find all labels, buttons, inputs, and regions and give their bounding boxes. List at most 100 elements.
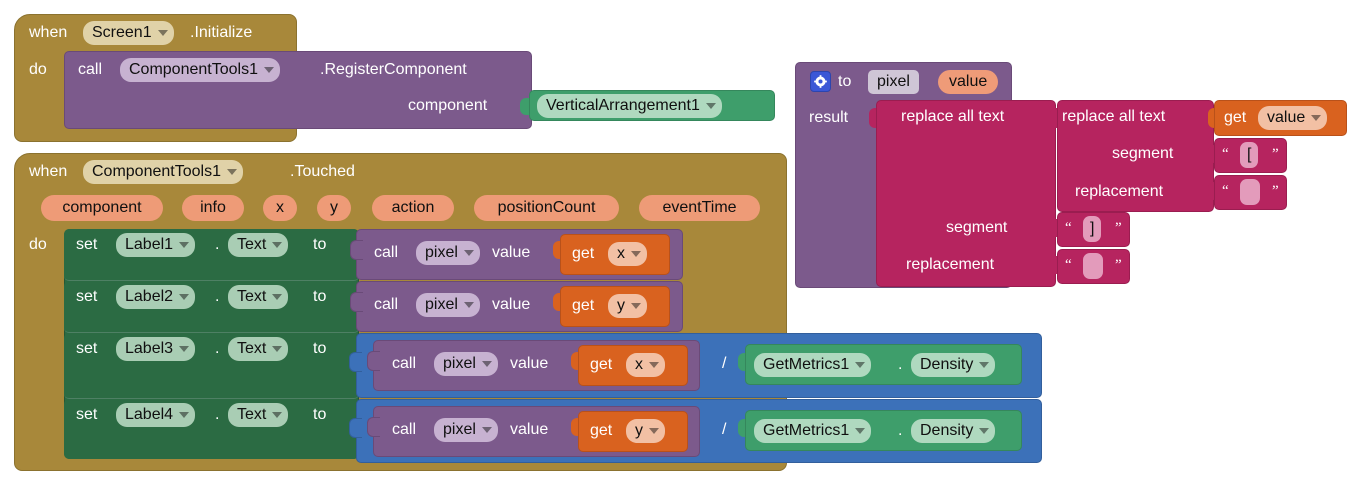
procedure-dropdown-4[interactable]: pixel [434, 418, 498, 442]
setter-row-label4[interactable] [64, 399, 359, 459]
registercomponent-method-label: .RegisterComponent [320, 61, 467, 78]
setter-property-dropdown-3[interactable]: Text [228, 337, 289, 361]
componenttools1-event-dropdown[interactable]: ComponentTools1 [83, 160, 243, 184]
touched-event-label: .Touched [290, 163, 355, 180]
outer-segment-text-field[interactable]: ] [1083, 216, 1102, 242]
chevron-down-icon [179, 294, 190, 300]
gear-icon[interactable] [810, 71, 831, 92]
procedure-name-field[interactable]: pixel [868, 70, 919, 94]
chevron-down-icon [263, 67, 274, 73]
setter-property-dropdown-4[interactable]: Text [228, 403, 289, 427]
procedure-dropdown-2[interactable]: pixel [416, 293, 480, 317]
value-arg-label-1: value [492, 244, 531, 261]
get-variable-dropdown-3[interactable]: x [626, 353, 665, 377]
socket-notch-component [520, 98, 531, 115]
getmetrics-component-dropdown-3[interactable]: GetMetrics1 [754, 353, 872, 377]
setter-property-dropdown-2[interactable]: Text [228, 285, 289, 309]
setter-dot-4: . [215, 406, 220, 423]
setter-target-dropdown-2[interactable]: Label2 [116, 285, 196, 309]
replace-all-text-inner[interactable] [1057, 100, 1214, 212]
setter-target-label-2: Label2 [125, 288, 174, 305]
outer-segment-label: segment [946, 219, 1008, 236]
chevron-down-icon [649, 428, 659, 434]
setter-property-label-3: Text [237, 340, 267, 357]
do-label-touched: do [29, 236, 47, 253]
get-variable-dropdown-1[interactable]: x [608, 242, 647, 266]
get-variable-dropdown-4[interactable]: y [626, 419, 665, 443]
chevron-down-icon [157, 30, 168, 36]
event-param-component[interactable]: component [41, 195, 163, 221]
inner-replacement-label: replacement [1075, 183, 1164, 200]
chevron-down-icon [855, 362, 866, 368]
event-param-x[interactable]: x [263, 195, 297, 221]
outer-segment-text-value: ] [1090, 220, 1095, 237]
plug-notch-inner-4 [367, 417, 380, 437]
componenttools1-dropdown[interactable]: ComponentTools1 [120, 58, 280, 82]
get-label-3: get [590, 356, 613, 373]
chevron-down-icon [481, 361, 492, 367]
plug-notch-4 [349, 418, 362, 438]
when-label-touched: when [29, 163, 68, 180]
setter-dot-3: . [215, 340, 220, 357]
chevron-down-icon [649, 362, 659, 368]
chevron-down-icon [481, 427, 492, 433]
close-quote-outer-replacement: ” [1115, 257, 1122, 273]
get-variable-dropdown-2[interactable]: y [608, 294, 647, 318]
setter-dot-1: . [215, 236, 220, 253]
value-arg-label-2: value [492, 296, 531, 313]
call-label-1: call [374, 244, 399, 261]
procedure-label-2: pixel [425, 296, 458, 313]
chevron-down-icon [272, 294, 283, 300]
inner-replacement-text-field[interactable] [1240, 179, 1260, 205]
procedure-dropdown-3[interactable]: pixel [434, 352, 498, 376]
get-value-dropdown[interactable]: value [1258, 106, 1328, 130]
procedure-param-value[interactable]: value [938, 70, 999, 94]
inner-segment-text-field[interactable]: [ [1240, 142, 1259, 168]
chevron-down-icon [179, 242, 190, 248]
setter-property-dropdown-1[interactable]: Text [228, 233, 289, 257]
chevron-down-icon [631, 251, 641, 257]
verticalarrangement1-label: VerticalArrangement1 [546, 97, 700, 114]
getmetrics-property-label-4: Density [920, 422, 974, 439]
replace-all-text-inner-title: replace all text [1062, 108, 1166, 125]
get-variable-label-2: y [617, 297, 625, 314]
chevron-down-icon [705, 103, 716, 109]
procedure-label-1: pixel [425, 244, 458, 261]
setter-target-dropdown-3[interactable]: Label3 [116, 337, 196, 361]
getmetrics-component-dropdown-4[interactable]: GetMetrics1 [754, 419, 872, 443]
setter-target-dropdown-4[interactable]: Label4 [116, 403, 196, 427]
setter-row-label3[interactable] [64, 333, 359, 399]
initialize-event-label: .Initialize [190, 24, 253, 41]
get-variable-label-1: x [617, 245, 625, 262]
event-param-info[interactable]: info [182, 195, 244, 221]
verticalarrangement1-dropdown[interactable]: VerticalArrangement1 [537, 94, 722, 118]
plug-notch-2 [350, 292, 363, 312]
chevron-down-icon [272, 412, 283, 418]
screen1-component-dropdown[interactable]: Screen1 [83, 21, 174, 45]
open-quote-inner-segment: “ [1222, 146, 1229, 162]
setter-row-label2[interactable] [64, 281, 359, 333]
replace-all-text-outer[interactable] [876, 100, 1056, 287]
event-param-y[interactable]: y [317, 195, 351, 221]
get-variable-label-4: y [635, 422, 643, 439]
outer-replacement-text-field[interactable] [1083, 253, 1103, 279]
do-label-screen1: do [29, 61, 47, 78]
chevron-down-icon [179, 346, 190, 352]
chevron-down-icon [463, 302, 474, 308]
chevron-down-icon [463, 250, 474, 256]
chevron-down-icon [179, 412, 190, 418]
setter-row-label1[interactable] [64, 229, 359, 281]
setter-target-dropdown-1[interactable]: Label1 [116, 233, 196, 257]
procedure-dropdown-1[interactable]: pixel [416, 241, 480, 265]
getmetrics-property-dropdown-3[interactable]: Density [911, 353, 996, 377]
get-variable-block-1[interactable] [560, 234, 670, 275]
chevron-down-icon [272, 242, 283, 248]
procedure-label-3: pixel [443, 355, 476, 372]
event-param-eventtime[interactable]: eventTime [639, 195, 760, 221]
event-param-action[interactable]: action [372, 195, 454, 221]
procedure-name-label: pixel [877, 73, 910, 90]
getmetrics-property-dropdown-4[interactable]: Density [911, 419, 996, 443]
procedure-param-label: value [949, 73, 988, 90]
event-param-positioncount[interactable]: positionCount [474, 195, 619, 221]
when-label-screen1: when [29, 24, 68, 41]
